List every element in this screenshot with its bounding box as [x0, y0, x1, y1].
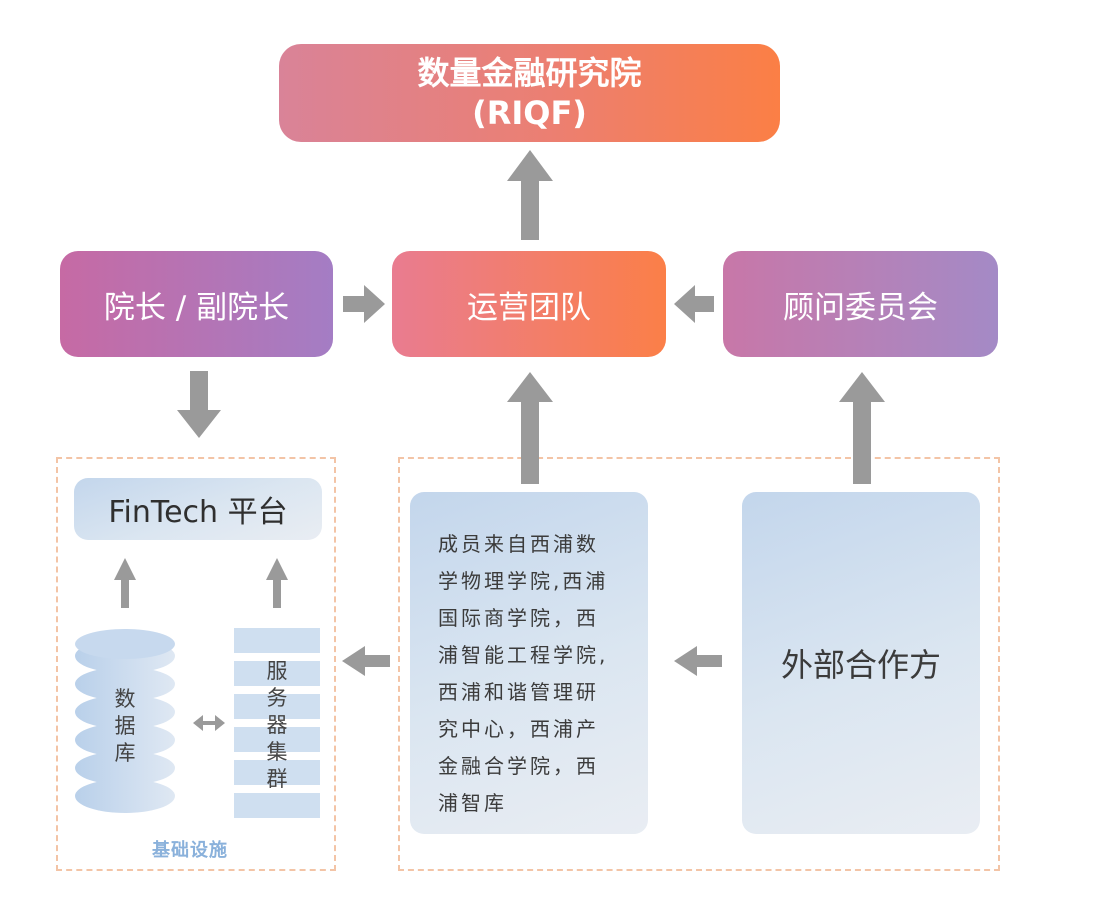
- members-container: [398, 457, 1000, 871]
- riqf-title-box: 数量金融研究院 (RIQF): [279, 44, 780, 142]
- advisory-committee-label: 顾问委员会: [783, 289, 938, 326]
- arrow-up-to-riqf: [507, 150, 553, 240]
- advisory-committee-box: 顾问委员会: [723, 251, 998, 357]
- members-line-8: 浦智库: [438, 791, 507, 815]
- arrow-external-to-members: [674, 646, 722, 676]
- members-line-2: 学物理学院,西浦: [438, 569, 609, 593]
- arrow-database-to-platform: [114, 558, 136, 608]
- arrow-members-to-operations: [507, 372, 553, 484]
- infrastructure-label: 基础设施: [152, 840, 228, 861]
- database-icon: [75, 629, 175, 813]
- server-cluster-icon: [234, 628, 320, 818]
- database-label: 数 据 库: [114, 687, 136, 765]
- members-line-3: 国际商学院，西: [438, 606, 599, 630]
- external-partners-label: 外部合作方: [780, 646, 941, 684]
- fintech-platform-box: FinTech 平台: [74, 478, 322, 540]
- president-box: 院长 / 副院长: [60, 251, 333, 357]
- arrow-president-to-operations: [343, 285, 385, 323]
- members-line-1: 成员来自西浦数: [438, 532, 599, 556]
- infrastructure-container: [56, 457, 336, 871]
- riqf-subtitle: (RIQF): [472, 94, 587, 132]
- members-line-7: 金融合学院，西: [438, 754, 599, 778]
- members-line-4: 浦智能工程学院,: [438, 643, 609, 667]
- external-partners-box: 外部合作方: [742, 492, 980, 834]
- arrow-database-server-bidirectional: [193, 715, 225, 731]
- operations-team-box: 运营团队: [392, 251, 666, 357]
- members-line-6: 究中心，西浦产: [438, 717, 599, 741]
- arrow-advisory-to-operations: [674, 285, 714, 323]
- members-box: 成员来自西浦数 学物理学院,西浦 国际商学院，西 浦智能工程学院, 西浦和谐管理…: [410, 492, 648, 834]
- arrow-members-to-infrastructure: [342, 646, 390, 676]
- arrow-external-to-advisory: [839, 372, 885, 484]
- operations-team-label: 运营团队: [467, 289, 591, 326]
- fintech-platform-label: FinTech 平台: [108, 495, 288, 530]
- riqf-title: 数量金融研究院: [417, 54, 642, 92]
- arrow-president-down: [177, 371, 221, 438]
- president-label: 院长 / 副院长: [103, 289, 290, 326]
- members-line-5: 西浦和谐管理研: [438, 680, 599, 704]
- arrow-server-to-platform: [266, 558, 288, 608]
- server-cluster-label: 服 务 器 集 群: [266, 659, 288, 791]
